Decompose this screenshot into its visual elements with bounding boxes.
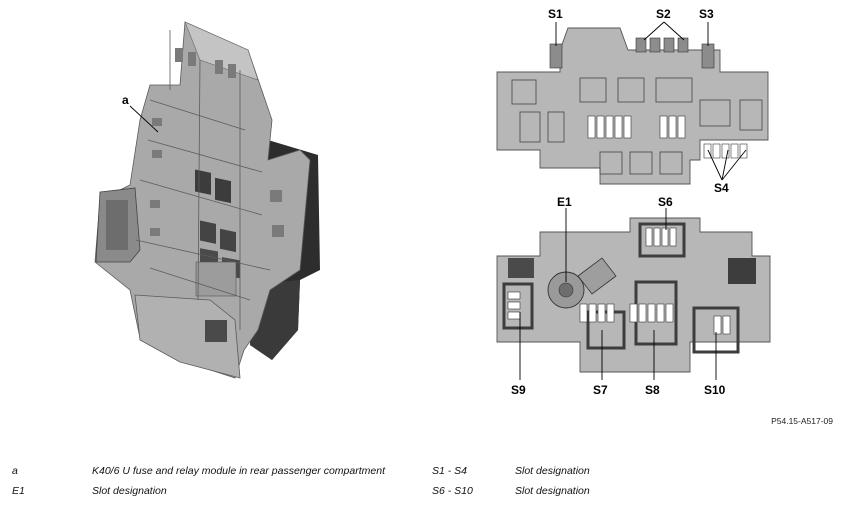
legend-text-s1-s4: Slot designation	[515, 465, 590, 477]
callout-a: a	[122, 93, 129, 107]
fuse-relay-module-isometric	[94, 21, 320, 379]
module-top-view	[496, 21, 769, 185]
legend-key-e1: E1	[12, 485, 25, 497]
legend-key-s6-s10: S6 - S10	[432, 485, 473, 497]
legend-key-a: a	[12, 465, 18, 477]
callout-s7: S7	[593, 383, 608, 397]
figure-reference: P54.15-A517-09	[771, 416, 833, 426]
legend-text-e1: Slot designation	[92, 485, 167, 497]
callout-s8: S8	[645, 383, 660, 397]
legend-text-s6-s10: Slot designation	[515, 485, 590, 497]
callout-s4: S4	[714, 181, 729, 195]
callout-s10: S10	[704, 383, 726, 397]
legend-text-a: K40/6 U fuse and relay module in rear pa…	[92, 465, 385, 477]
callout-s6: S6	[658, 195, 673, 209]
callout-s9: S9	[511, 383, 526, 397]
callout-s1: S1	[548, 7, 563, 21]
callout-s2: S2	[656, 7, 671, 21]
module-bottom-view	[496, 208, 771, 380]
legend-key-s1-s4: S1 - S4	[432, 465, 468, 477]
callout-e1: E1	[557, 195, 572, 209]
callout-s3: S3	[699, 7, 714, 21]
